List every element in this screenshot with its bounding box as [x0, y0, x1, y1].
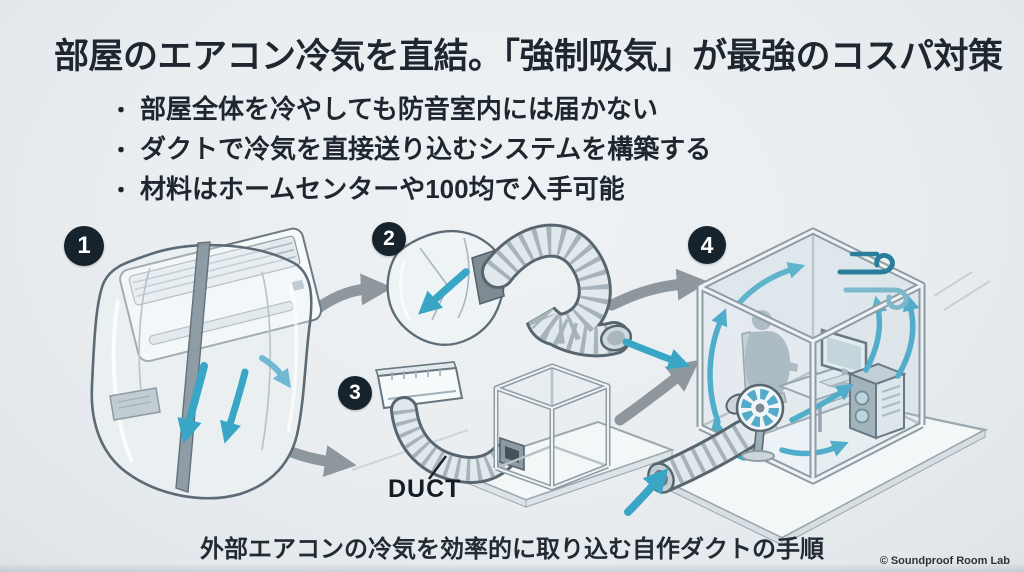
aircon-unit	[119, 227, 323, 363]
mini-aircon	[374, 361, 464, 410]
flow-arrow-step3-to-step4	[614, 359, 700, 426]
booth-frame-cube	[493, 363, 611, 491]
bullet-marker: ・	[110, 98, 133, 123]
cooling-fan	[725, 383, 785, 462]
step-1-badge: 1	[64, 226, 104, 266]
step-3-badge: 3	[338, 376, 372, 410]
pc-tower	[847, 362, 907, 440]
step-2-badge: 2	[372, 222, 406, 256]
duct-label-pointer	[427, 455, 448, 480]
step4-cooled-booth	[624, 227, 991, 546]
wind-icon	[837, 251, 909, 311]
bullet-marker: ・	[110, 178, 133, 203]
step2-bag-with-duct	[386, 223, 691, 370]
bullet-text: 材料はホームセンターや100均で入手可能	[140, 174, 625, 204]
cold-air-circulation-arrows	[707, 262, 920, 461]
copyright: © Soundproof Room Lab	[879, 555, 1010, 567]
cold-air-intake-arrow	[624, 468, 669, 516]
bullet-item: ・ ダクトで冷気を直接送り込むシステムを構築する	[110, 130, 711, 170]
duct-hose-step2	[481, 223, 633, 358]
duct-hose-step3	[390, 396, 517, 484]
booth-frame	[696, 227, 926, 485]
bullet-text: 部屋全体を冷やしても防音室内には届かない	[140, 94, 658, 124]
bullet-text: ダクトで冷気を直接送り込むシステムを構築する	[140, 134, 712, 164]
cold-air-arrows-step2	[418, 268, 691, 370]
flow-arrow-step2-to-step4	[606, 268, 709, 311]
step3-duct-to-frame	[374, 361, 675, 508]
duct-label: DUCT	[388, 475, 462, 503]
bullet-item: ・ 部屋全体を冷やしても防音室内には届かない	[110, 90, 711, 130]
bullet-marker: ・	[110, 138, 133, 163]
step1-wrapped-aircon	[90, 227, 323, 500]
glass-reflection-lines	[933, 271, 991, 311]
bullet-item: ・ 材料はホームセンターや100均で入手可能	[110, 170, 711, 210]
page-title: 部屋のエアコン冷気を直結。「強制吸気」が最強のコスパ対策	[54, 37, 1003, 76]
cold-air-arrows-step1	[177, 355, 292, 445]
caption: 外部エアコンの冷気を効率的に取り込む自作ダクトの手順	[200, 536, 824, 563]
bullet-list: ・ 部屋全体を冷やしても防音室内には届かない ・ ダクトで冷気を直接送り込むシス…	[110, 90, 711, 210]
step-4-badge: 4	[688, 226, 726, 264]
